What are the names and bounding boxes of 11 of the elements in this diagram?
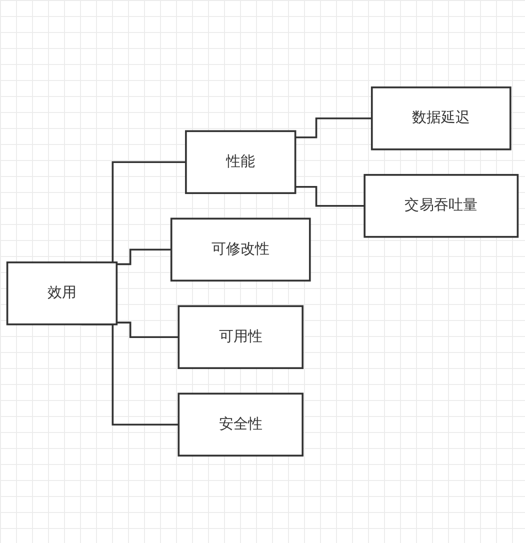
node-box: 安全性: [178, 392, 304, 457]
node-box: 效用: [6, 261, 118, 326]
node-box: 数据延迟: [370, 86, 512, 150]
node-box: 可用性: [178, 305, 304, 370]
connector: [116, 322, 179, 338]
node-box: 可修改性: [170, 218, 311, 282]
connector: [295, 186, 365, 207]
node-box: 性能: [185, 130, 296, 194]
node-box: 交易吞吐量: [364, 174, 519, 238]
connector: [116, 248, 172, 266]
connector: [295, 117, 372, 138]
